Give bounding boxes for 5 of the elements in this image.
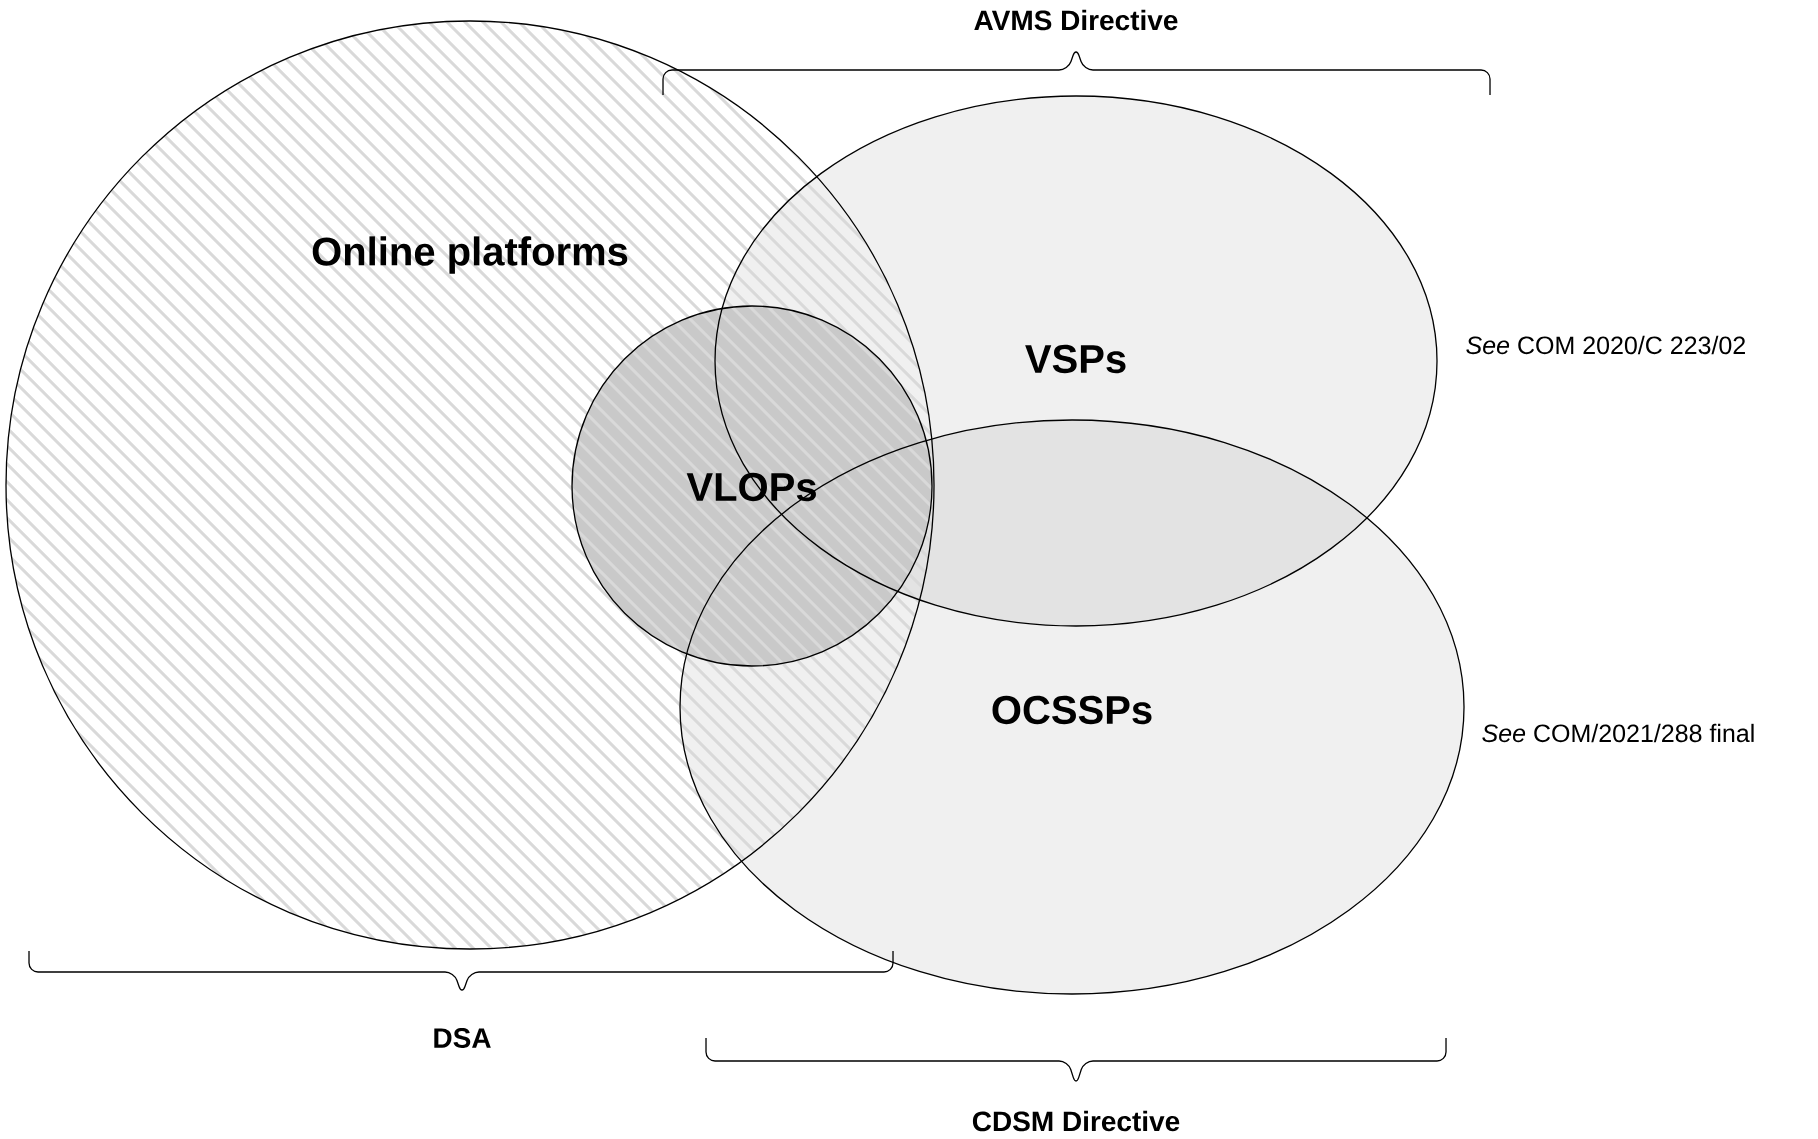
bracket-label: AVMS Directive xyxy=(974,9,1178,31)
reference-note: See COM 2020/C 223/02 xyxy=(1466,335,1745,355)
bracket-label: CDSM Directive xyxy=(972,1110,1180,1132)
reference-note: See COM/2021/288 final xyxy=(1482,723,1754,743)
bracket-label: DSA xyxy=(434,1028,491,1048)
